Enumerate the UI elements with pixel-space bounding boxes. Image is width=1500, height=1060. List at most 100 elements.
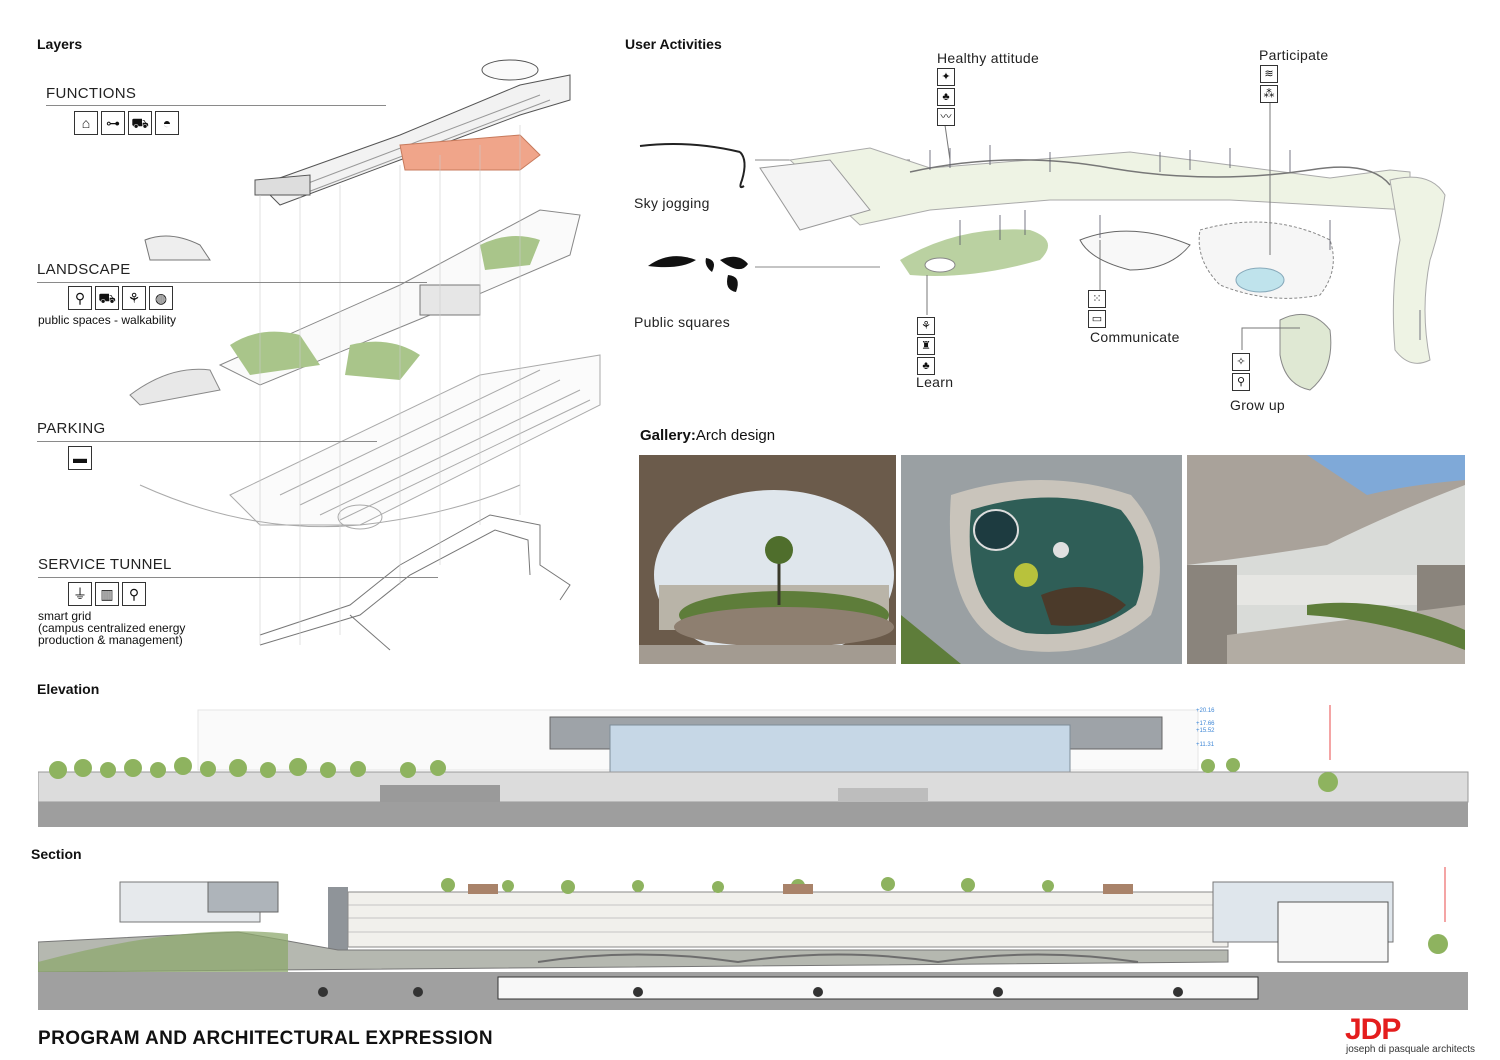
section-drawing (38, 867, 1468, 1010)
water-waves-icon: ≋ (1260, 65, 1278, 83)
learn-plaza (900, 229, 1048, 276)
learn-icons: ⚘ ♜ ♣ (917, 317, 935, 375)
cart-location-icon: ⛟ (95, 286, 119, 310)
swimmer-icon: 〰 (937, 108, 955, 126)
landscape-icon-row: ⚲ ⛟ ⚘ ◍ (68, 286, 173, 310)
jdp-logo-subtitle: joseph di pasquale architects (1346, 1044, 1475, 1055)
gallery-photo-arch-garden (639, 455, 896, 664)
runner-icon: ✦ (937, 68, 955, 86)
grow-up-leader (1241, 327, 1300, 350)
meeting-icon: ⁙ (1088, 290, 1106, 308)
service-tunnel-icon-row: ⏚ ▥ ⚲ (68, 582, 146, 606)
service-tunnel-note-line: production & management) (38, 633, 183, 647)
functions-leader-line (46, 105, 386, 106)
service-tunnel-leader-line (38, 577, 438, 578)
gallery-title: Gallery:Arch design (640, 427, 775, 444)
healthy-attitude-leader (944, 124, 951, 161)
communicate-plaza (1079, 230, 1191, 271)
participate-amphitheatre (1198, 221, 1334, 299)
food-bowl-icon: ◓ (155, 111, 179, 135)
elevation-level: +11.31 (1196, 742, 1215, 748)
healthy-attitude-icons: ✦ ♣ 〰 (937, 68, 955, 126)
functions-icon-row: ⌂ ⊶ ⛟ ◓ (74, 111, 179, 135)
elevation-drawing: +20.16 +17.66 +15.52 +11.31 (38, 705, 1469, 827)
book-icon: ⚘ (917, 317, 935, 335)
footer-title: PROGRAM AND ARCHITECTURAL EXPRESSION (38, 1028, 493, 1049)
gallery-photo-aerial-playground (901, 455, 1182, 664)
service-tunnel-note-line: (campus centralized energy (38, 621, 186, 635)
layer-label-landscape: LANDSCAPE (37, 261, 131, 278)
functions-building (254, 59, 571, 206)
tree-icon: ♣ (917, 357, 935, 375)
house-icon: ⌂ (74, 111, 98, 135)
west-block (759, 159, 871, 231)
crowd-icon: ⁂ (1260, 85, 1278, 103)
pool (1235, 267, 1285, 293)
layers-isometric-drawing (129, 59, 601, 651)
trees (929, 145, 1421, 340)
section-roof-pavilions (468, 884, 1133, 894)
participate-icons: ≋ ⁂ (1260, 65, 1278, 103)
truck-icon: ▬ (68, 446, 92, 470)
kid-running-icon: ✧ (1232, 353, 1250, 371)
reader-icon: ♜ (917, 337, 935, 355)
activity-label-sky-jogging: Sky jogging (634, 195, 710, 211)
jogging-track (909, 159, 1391, 186)
parking-leader-line (37, 441, 377, 442)
elevation-title: Elevation (37, 681, 100, 697)
restaurant-icon: ⚘ (122, 286, 146, 310)
activity-label-grow-up: Grow up (1230, 397, 1286, 413)
section-tunnel-openings (318, 987, 1183, 997)
vertical-guide-lines (259, 125, 521, 645)
dumbbell-icon: ⊶ (101, 111, 125, 135)
main-building-band (788, 147, 1411, 226)
grow-up-garden (1279, 313, 1332, 391)
section-main-building (347, 891, 1229, 948)
elevation-trees (49, 757, 1338, 792)
grow-up-icons: ✧ ⚲ (1232, 353, 1250, 391)
plug-icon: ⏚ (68, 582, 92, 606)
elevation-ground (38, 802, 1468, 827)
trash-icon: ▥ (95, 582, 119, 606)
retail-block (399, 134, 541, 171)
elevation-level: +15.52 (1196, 728, 1215, 734)
activity-label-communicate: Communicate (1090, 329, 1180, 345)
activity-label-participate: Participate (1259, 47, 1329, 63)
layer-label-functions: FUNCTIONS (46, 85, 137, 102)
basketball-icon: ◍ (149, 286, 173, 310)
section-floor-lines (348, 904, 1228, 933)
sky-jogging-symbol (639, 143, 746, 189)
bicycle-icon: ⚲ (1232, 373, 1250, 391)
layers-title: Layers (37, 36, 83, 52)
gallery-photo-canopy-walkway (1187, 455, 1465, 664)
speech-bubble-icon: ▭ (1088, 310, 1106, 328)
layer-label-parking: PARKING (37, 420, 106, 437)
public-squares-symbol (648, 256, 748, 292)
service-tunnel-note-line: smart grid (38, 609, 92, 623)
parking-icon-row: ▬ (68, 446, 92, 470)
elevation-glass-facade (609, 724, 1071, 774)
faucet-icon: ⚲ (122, 582, 146, 606)
activity-label-public-squares: Public squares (634, 314, 731, 330)
activity-label-learn: Learn (916, 374, 954, 390)
communicate-icons: ⁙ ▭ (1088, 290, 1106, 328)
landscape-note: public spaces - walkability (38, 313, 177, 327)
section-title: Section (31, 846, 82, 862)
user-activities-title: User Activities (625, 36, 722, 52)
section-arches (537, 953, 1139, 964)
east-loop (1389, 176, 1446, 364)
section-service-tunnel (497, 976, 1259, 1000)
elevation-level: +17.66 (1196, 721, 1215, 727)
elevation-level-markers: +20.16 +17.66 +15.52 +11.31 (1196, 708, 1215, 748)
elevation-level: +20.16 (1196, 708, 1215, 714)
service-tunnel-note: smart grid (campus centralized energy pr… (38, 610, 185, 646)
jdp-logo: JDP (1345, 1013, 1401, 1046)
layer-label-service-tunnel: SERVICE TUNNEL (38, 556, 172, 573)
shopping-cart-icon: ⛟ (128, 111, 152, 135)
gallery-title-rest: Arch design (695, 427, 776, 444)
user-activities-plan-drawing (639, 100, 1446, 391)
service-tunnel-layer (259, 514, 571, 651)
gallery-title-bold: Gallery: (640, 427, 696, 444)
landscape-leader-line (37, 282, 427, 283)
tree-icon: ♣ (937, 88, 955, 106)
